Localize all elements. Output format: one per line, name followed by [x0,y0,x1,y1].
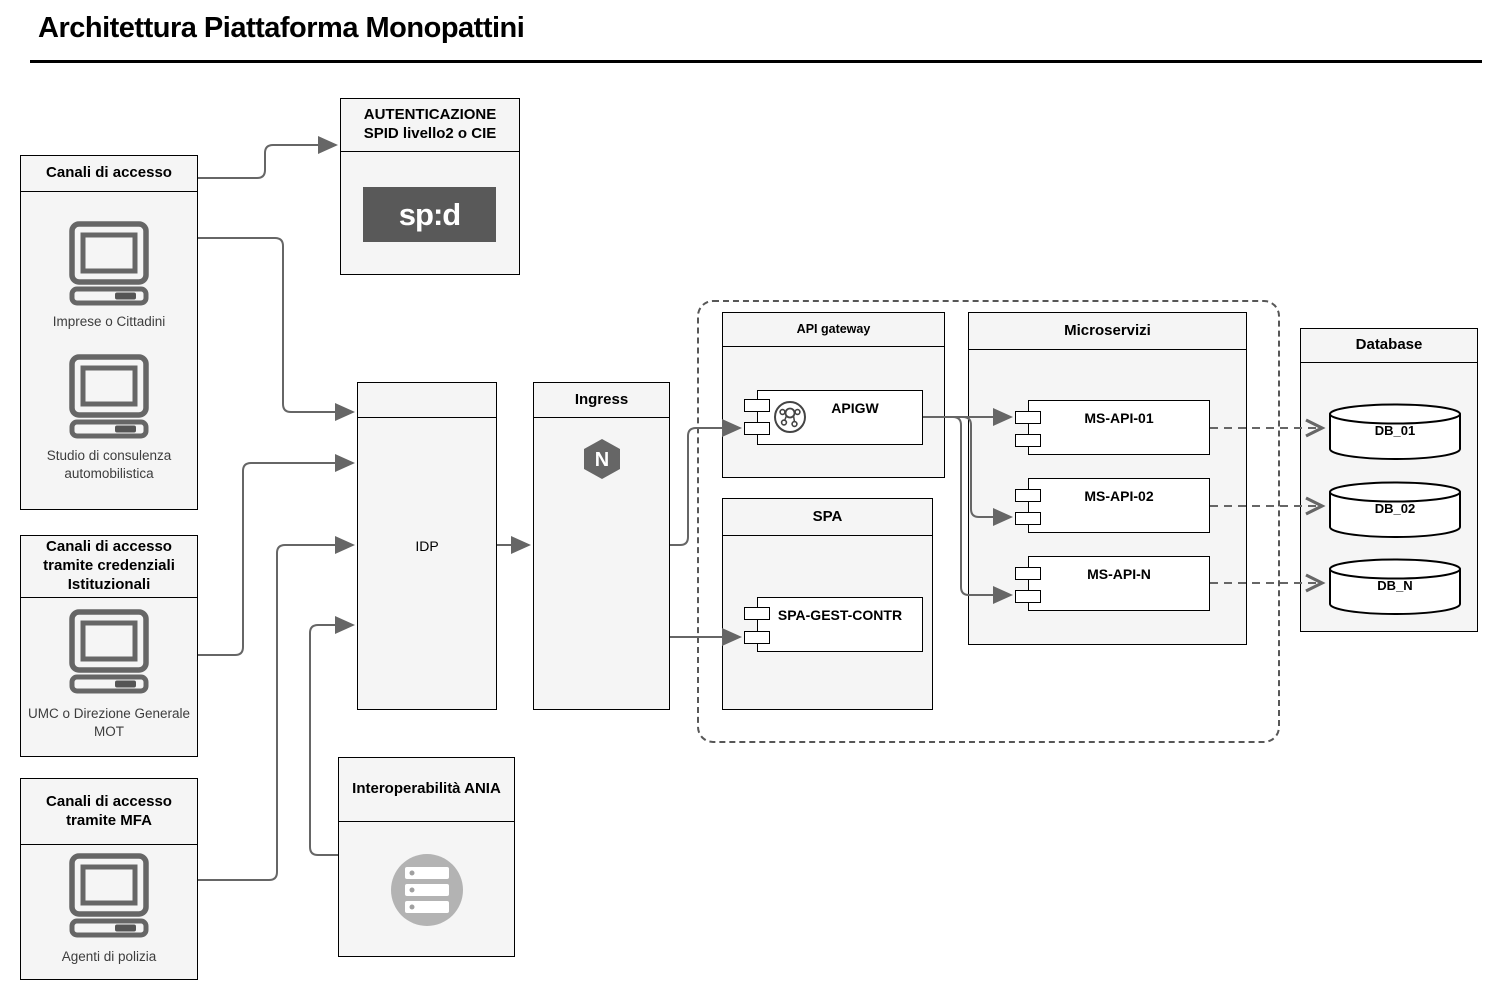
api-gateway-title: API gateway [723,313,944,347]
component-tab [1015,410,1041,424]
ingress-title: Ingress [534,383,669,418]
server-stack-icon [390,853,464,932]
svg-text:N: N [595,449,609,471]
computer-icon [68,353,150,444]
component-tab [744,606,770,620]
access-channels-title: Canali di accesso [21,156,197,192]
institutional-channels-title: Canali di accesso tramite credenziali Is… [21,536,197,598]
computer-icon [68,852,150,943]
title-underline [30,60,1482,63]
device-label: UMC o Direzione Generale MOT [27,706,191,739]
apigw-label: APIGW [831,400,879,416]
spa-gest-contr-label: SPA-GEST-CONTR [777,607,903,623]
ingress-box: Ingress [533,382,670,710]
mfa-channels-title: Canali di accesso tramite MFA [21,779,197,845]
spid-auth-box: AUTENTICAZIONE SPID livello2 o CIE [340,98,520,275]
component-tab [744,398,770,412]
spa-title: SPA [723,499,932,536]
access-channels-box: Canali di accesso [20,155,198,510]
mfa-channels-box: Canali di accesso tramite MFA [20,778,198,980]
component-tab [1015,433,1041,447]
idp-box [357,382,497,710]
idp-header [358,383,496,418]
device-label: Studio di consulenza automobilistica [46,448,172,481]
component-tab [744,421,770,435]
db-cylinder: DB_01 [1328,403,1462,466]
ms-api-02-label: MS-API-02 [1084,488,1154,504]
device-label: Imprese o Cittadini [52,314,166,329]
institutional-channels-box: Canali di accesso tramite credenziali Is… [20,535,198,757]
computer-icon [68,220,150,311]
ms-api-01-component: MS-API-01 [1028,400,1210,455]
ms-api-02-component: MS-API-02 [1028,478,1210,533]
ms-api-01-label: MS-API-01 [1084,410,1154,426]
component-tab [1015,511,1041,525]
component-tab [1015,589,1041,603]
db-label: DB_01 [1374,423,1416,438]
ania-title: Interoperabilità ANIA [339,758,514,822]
component-tab [744,630,770,644]
idp-label: IDP [415,538,439,554]
device-label: Agenti di polizia [61,949,157,964]
computer-icon [68,608,150,699]
db-label: DB_N [1377,578,1413,593]
db-cylinder: DB_02 [1328,481,1462,544]
spa-gest-contr-component: SPA-GEST-CONTR [757,597,923,652]
spid-logo: sp:d [363,187,496,242]
database-title: Database [1301,329,1477,363]
component-tab [1015,488,1041,502]
ms-api-n-component: MS-API-N [1028,556,1210,611]
db-cylinder: DB_N [1328,558,1462,621]
nginx-icon: N [583,438,621,485]
component-tab [1015,566,1041,580]
ms-api-n-label: MS-API-N [1087,566,1151,582]
apigw-component: APIGW [757,390,923,445]
mesh-icon [773,400,807,439]
page-title: Architettura Piattaforma Monopattini [38,12,525,44]
microservices-title: Microservizi [969,313,1246,350]
spid-auth-title: AUTENTICAZIONE SPID livello2 o CIE [341,99,519,152]
db-label: DB_02 [1374,501,1416,516]
